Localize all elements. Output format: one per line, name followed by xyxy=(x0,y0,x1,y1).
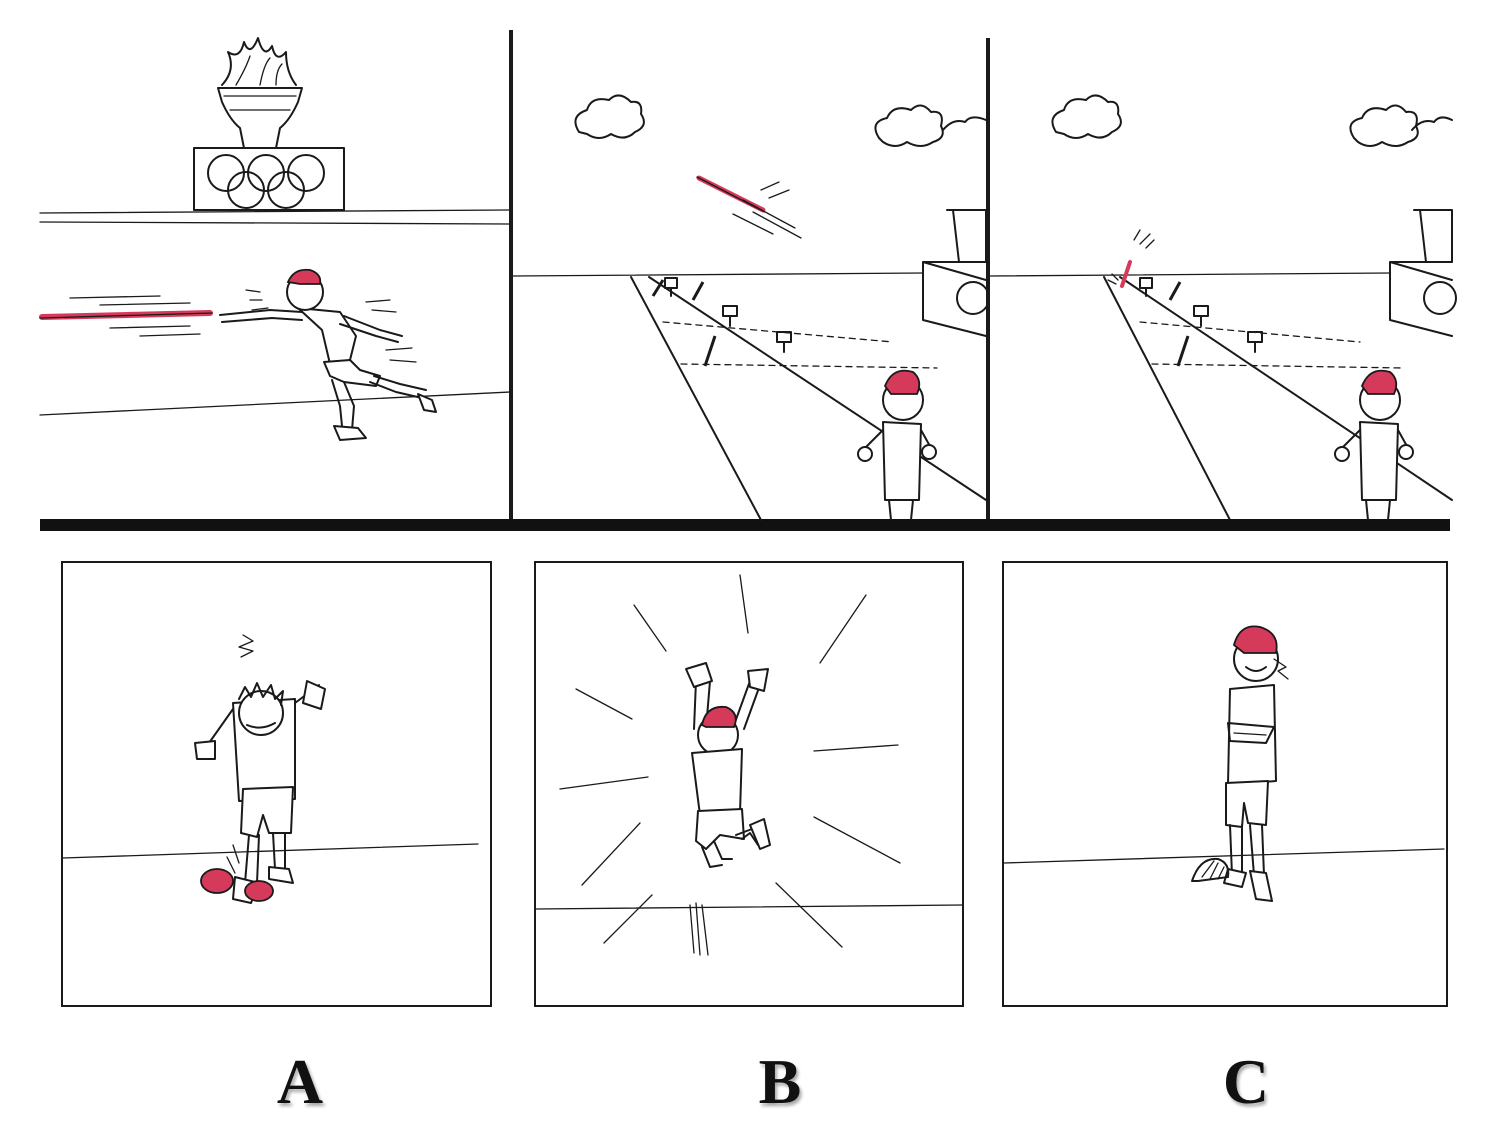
panel-divider xyxy=(509,30,513,530)
cap-icon xyxy=(200,868,274,902)
cloud-icon xyxy=(574,94,645,139)
flame-cauldron-icon xyxy=(193,37,345,211)
cap-icon xyxy=(1191,857,1230,882)
option-b-illustration xyxy=(535,574,963,956)
joy-burst-lines xyxy=(559,574,901,956)
option-c-label: C xyxy=(1222,1046,1270,1117)
story-strip xyxy=(0,0,1500,540)
option-a-label: A xyxy=(276,1046,324,1117)
cloud-icon xyxy=(1051,94,1122,139)
option-b-panel[interactable] xyxy=(534,561,964,1007)
angry-figure xyxy=(194,634,326,904)
distance-marker xyxy=(664,277,792,353)
strip-baseline xyxy=(40,519,1450,531)
option-a-panel[interactable] xyxy=(61,561,492,1007)
panel-2-flight xyxy=(512,94,990,521)
watcher-figure xyxy=(1334,369,1414,521)
panel-3-landing xyxy=(989,94,1457,521)
watcher-figure xyxy=(857,369,937,521)
distance-marker xyxy=(1139,277,1263,353)
jumping-figure xyxy=(685,662,771,868)
proud-figure xyxy=(1223,625,1289,902)
javelin-icon xyxy=(39,295,213,337)
option-a-illustration xyxy=(62,634,479,904)
thrower-figure xyxy=(219,268,437,441)
option-c-illustration xyxy=(1003,625,1445,902)
option-b-label: B xyxy=(758,1046,802,1117)
panel-1-throw xyxy=(39,37,511,441)
panel-divider xyxy=(986,38,990,530)
javelin-icon xyxy=(696,175,802,239)
cloud-icon xyxy=(874,104,944,147)
javelin-icon xyxy=(1107,229,1155,288)
olympic-rings-icon xyxy=(207,154,325,209)
cloud-icon xyxy=(1349,104,1419,147)
option-c-panel[interactable] xyxy=(1002,561,1448,1007)
